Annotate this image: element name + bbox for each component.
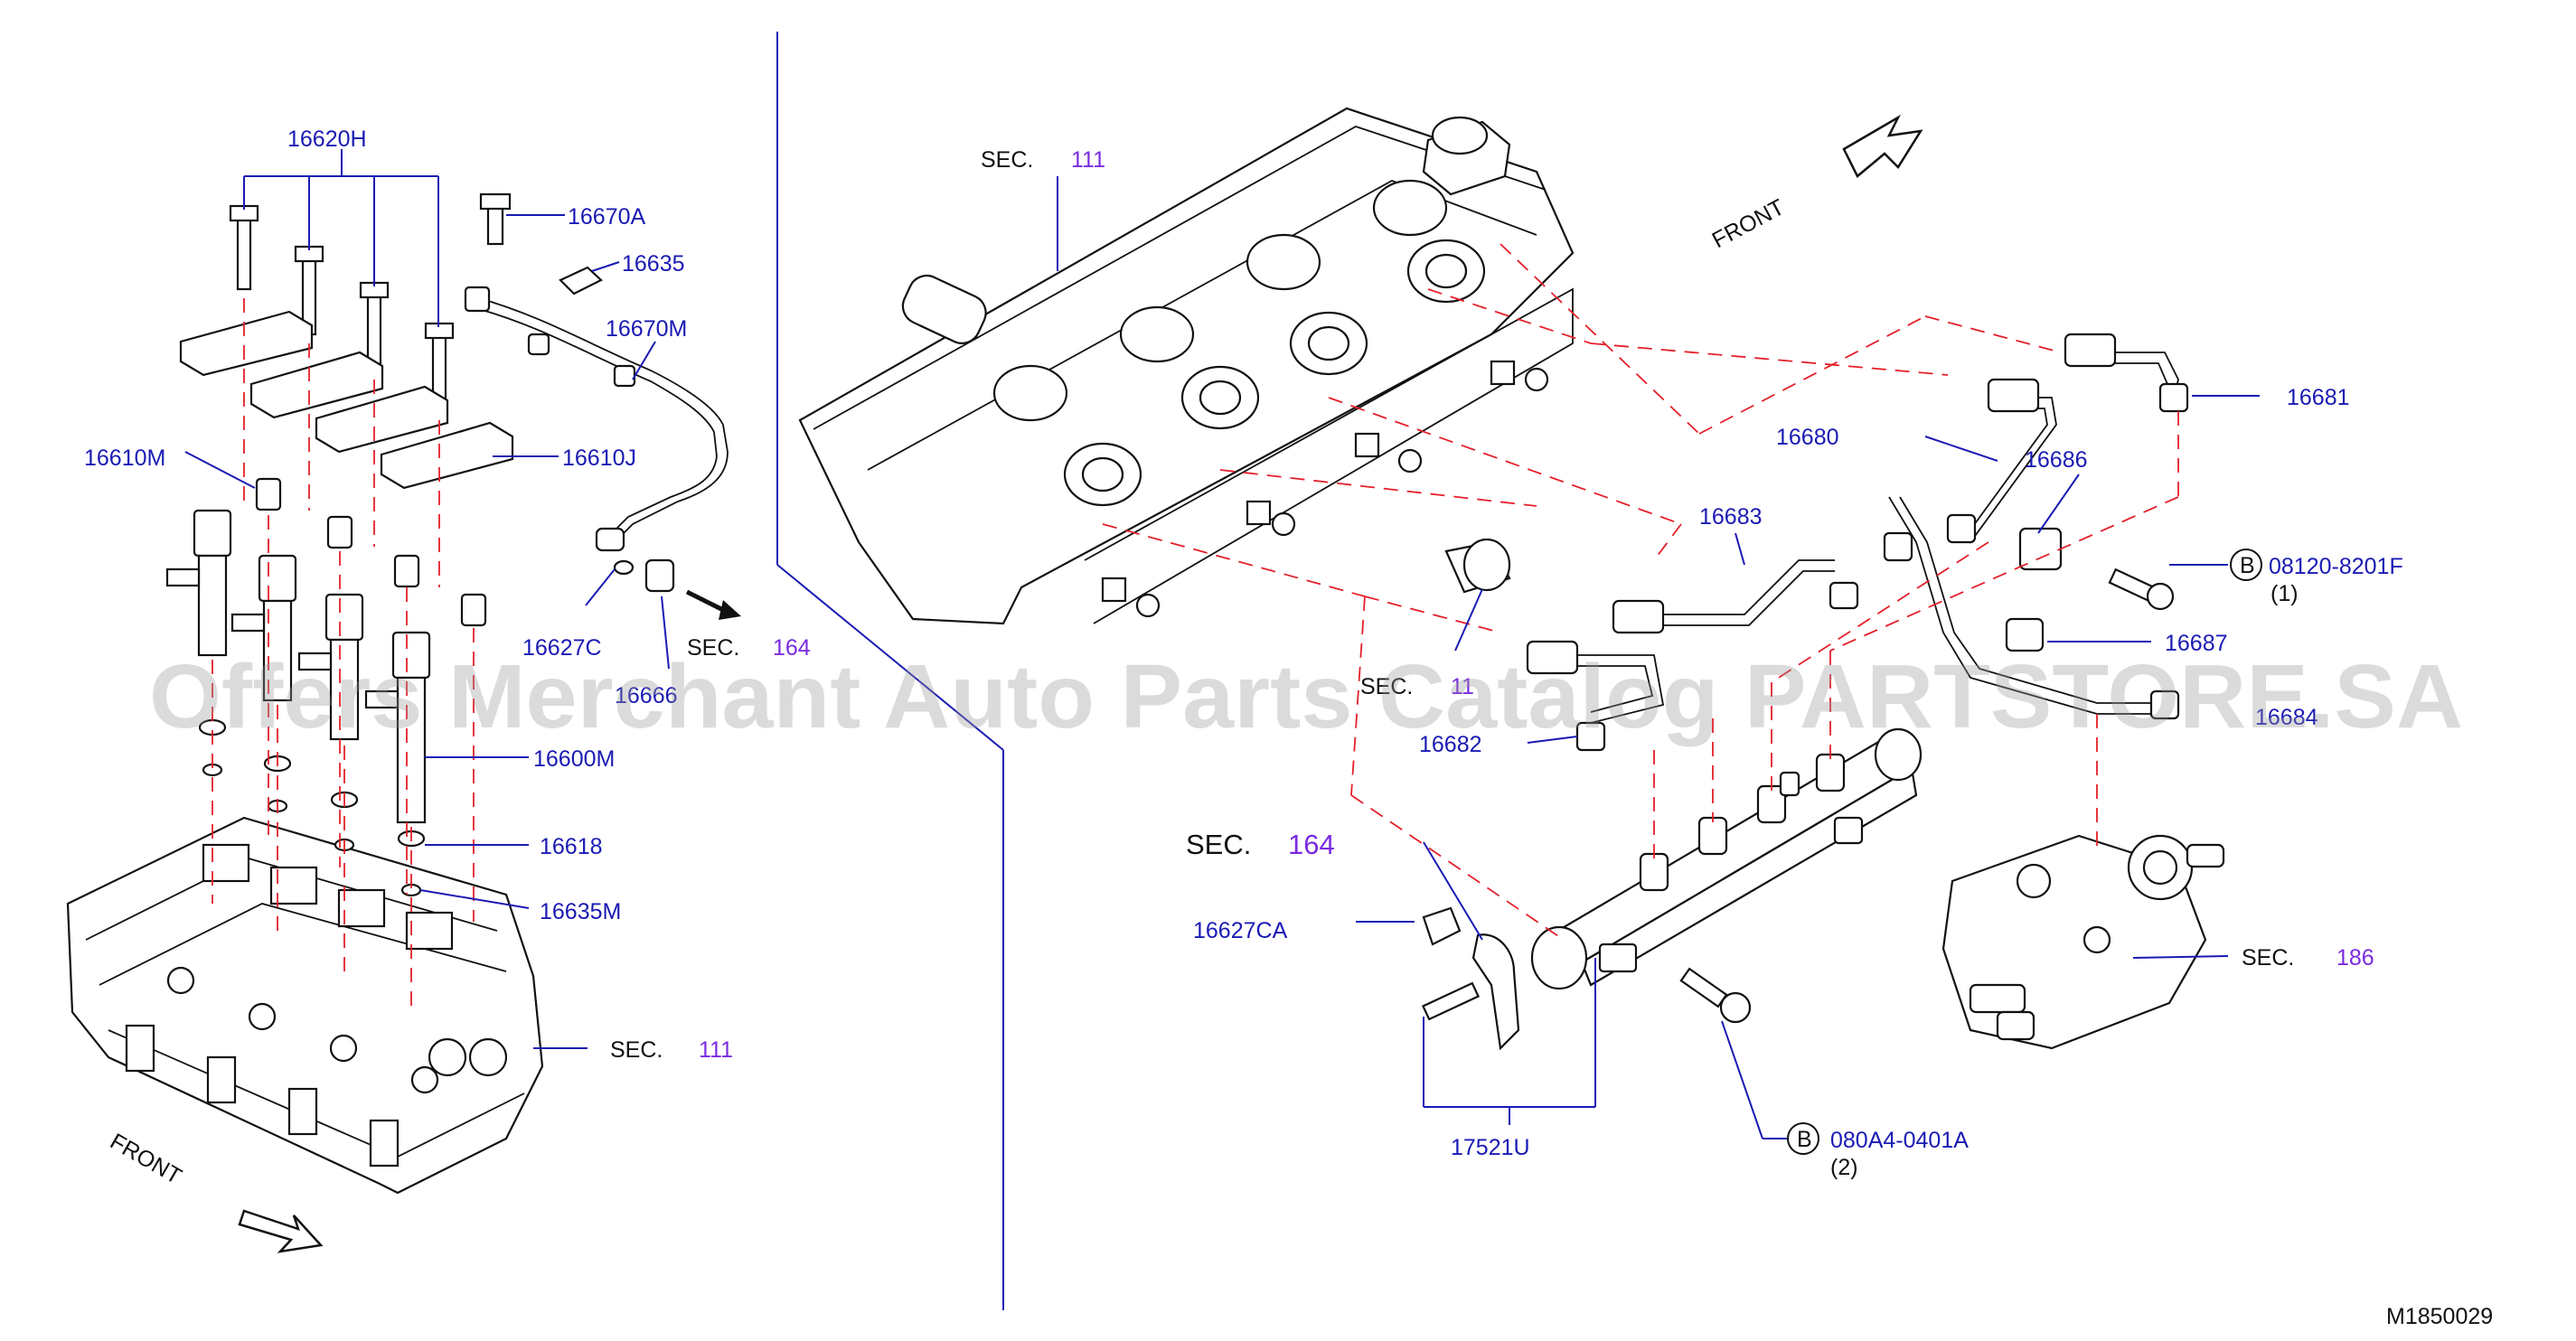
clamp-16686 (2018, 527, 2063, 571)
label-16681: 16681 (2287, 385, 2350, 410)
injectors-16600M (165, 509, 431, 824)
label-sec-11-partial-number: 11 (1451, 674, 1474, 699)
right-leader-lines (1057, 176, 2260, 1139)
label-16683: 16683 (1699, 504, 1763, 530)
label-16666-partial: 16666 (615, 683, 678, 708)
label-sec-186-word: SEC. (2242, 945, 2294, 971)
front-arrow-bottom (238, 1209, 324, 1253)
label-sec-186-number: 186 (2336, 945, 2374, 971)
label-16610J: 16610J (562, 445, 636, 471)
leak-off-hose-16670M (464, 192, 729, 593)
bolt-marks (1787, 549, 2262, 1155)
label-b-mark-08120: B (2240, 553, 2255, 578)
label-08120-qty: (1) (2270, 581, 2299, 606)
arrow-sec164 (685, 589, 741, 620)
divider-lines (776, 32, 1004, 1310)
label-16680: 16680 (1776, 425, 1839, 450)
watermark-text: Offers Merchant Auto Parts Catalog PARTS… (149, 646, 2463, 747)
supply-pump (1941, 834, 2225, 1050)
label-sec-164-small-number: 164 (773, 635, 811, 661)
left-guide-lines (212, 298, 475, 1012)
front-arrow-top (1842, 114, 1923, 178)
label-sec-11-partial-word: SEC. (1360, 674, 1413, 699)
label-sec-164-big-word: SEC. (1186, 829, 1251, 860)
label-16684-partial: 16684 (2255, 705, 2318, 730)
label-sec-164-small-word: SEC. (687, 635, 739, 661)
diagram-code: M1850029 (2386, 1304, 2493, 1329)
injection-tube-16682 (1526, 640, 1665, 752)
bolt-080A4 (1679, 967, 1752, 1024)
high-pressure-pipe-17521U (1421, 906, 1520, 1051)
label-16670M: 16670M (606, 316, 687, 342)
injection-tube-16681 (2064, 333, 2189, 413)
clamps-16610J (179, 310, 514, 490)
rocker-cover (798, 107, 1575, 625)
grommet (1444, 538, 1511, 594)
label-sec-111-top-number: 111 (1071, 147, 1105, 173)
label-sec-164-big-number: 164 (1288, 829, 1335, 860)
label-16627C: 16627C (522, 635, 602, 661)
label-sec-111-top-word: SEC. (981, 147, 1033, 173)
label-front-top: FRONT (1708, 194, 1789, 253)
label-17521U: 17521U (1451, 1135, 1530, 1160)
bolt-08120 (2108, 567, 2175, 611)
damper-16687 (2005, 617, 2045, 652)
fuel-rail (1530, 727, 1923, 990)
label-08120-8201F: 08120-8201F (2269, 554, 2403, 579)
label-sec-111-bottom-word: SEC. (610, 1037, 663, 1063)
label-16635M: 16635M (540, 899, 621, 924)
label-16682: 16682 (1419, 732, 1482, 757)
label-16618: 16618 (540, 834, 603, 859)
injection-tube-16680 (1946, 378, 2057, 544)
label-16635: 16635 (622, 251, 685, 277)
label-16627CA: 16627CA (1193, 918, 1288, 943)
right-guide-lines (1102, 243, 2179, 941)
left-leader-lines (184, 149, 670, 1049)
label-16600M: 16600M (533, 746, 615, 772)
label-front-bottom: FRONT (106, 1129, 186, 1189)
label-sec-111-bottom-number: 111 (699, 1037, 733, 1063)
label-16686: 16686 (2025, 447, 2088, 473)
sleeves-16610M (255, 477, 487, 627)
injection-tube-16683 (1612, 559, 1859, 634)
label-080A4-0401A: 080A4-0401A (1830, 1128, 1969, 1153)
label-16610M: 16610M (84, 445, 165, 471)
label-080A4-qty: (2) (1830, 1155, 1858, 1180)
label-16620H: 16620H (287, 127, 367, 152)
label-16670A: 16670A (568, 204, 646, 230)
cylinder-head (66, 816, 544, 1195)
label-16687: 16687 (2165, 631, 2228, 656)
injection-tube-16684 (1883, 496, 2180, 720)
label-b-mark-080A4: B (1797, 1127, 1812, 1152)
bolts-16620H (229, 204, 455, 413)
